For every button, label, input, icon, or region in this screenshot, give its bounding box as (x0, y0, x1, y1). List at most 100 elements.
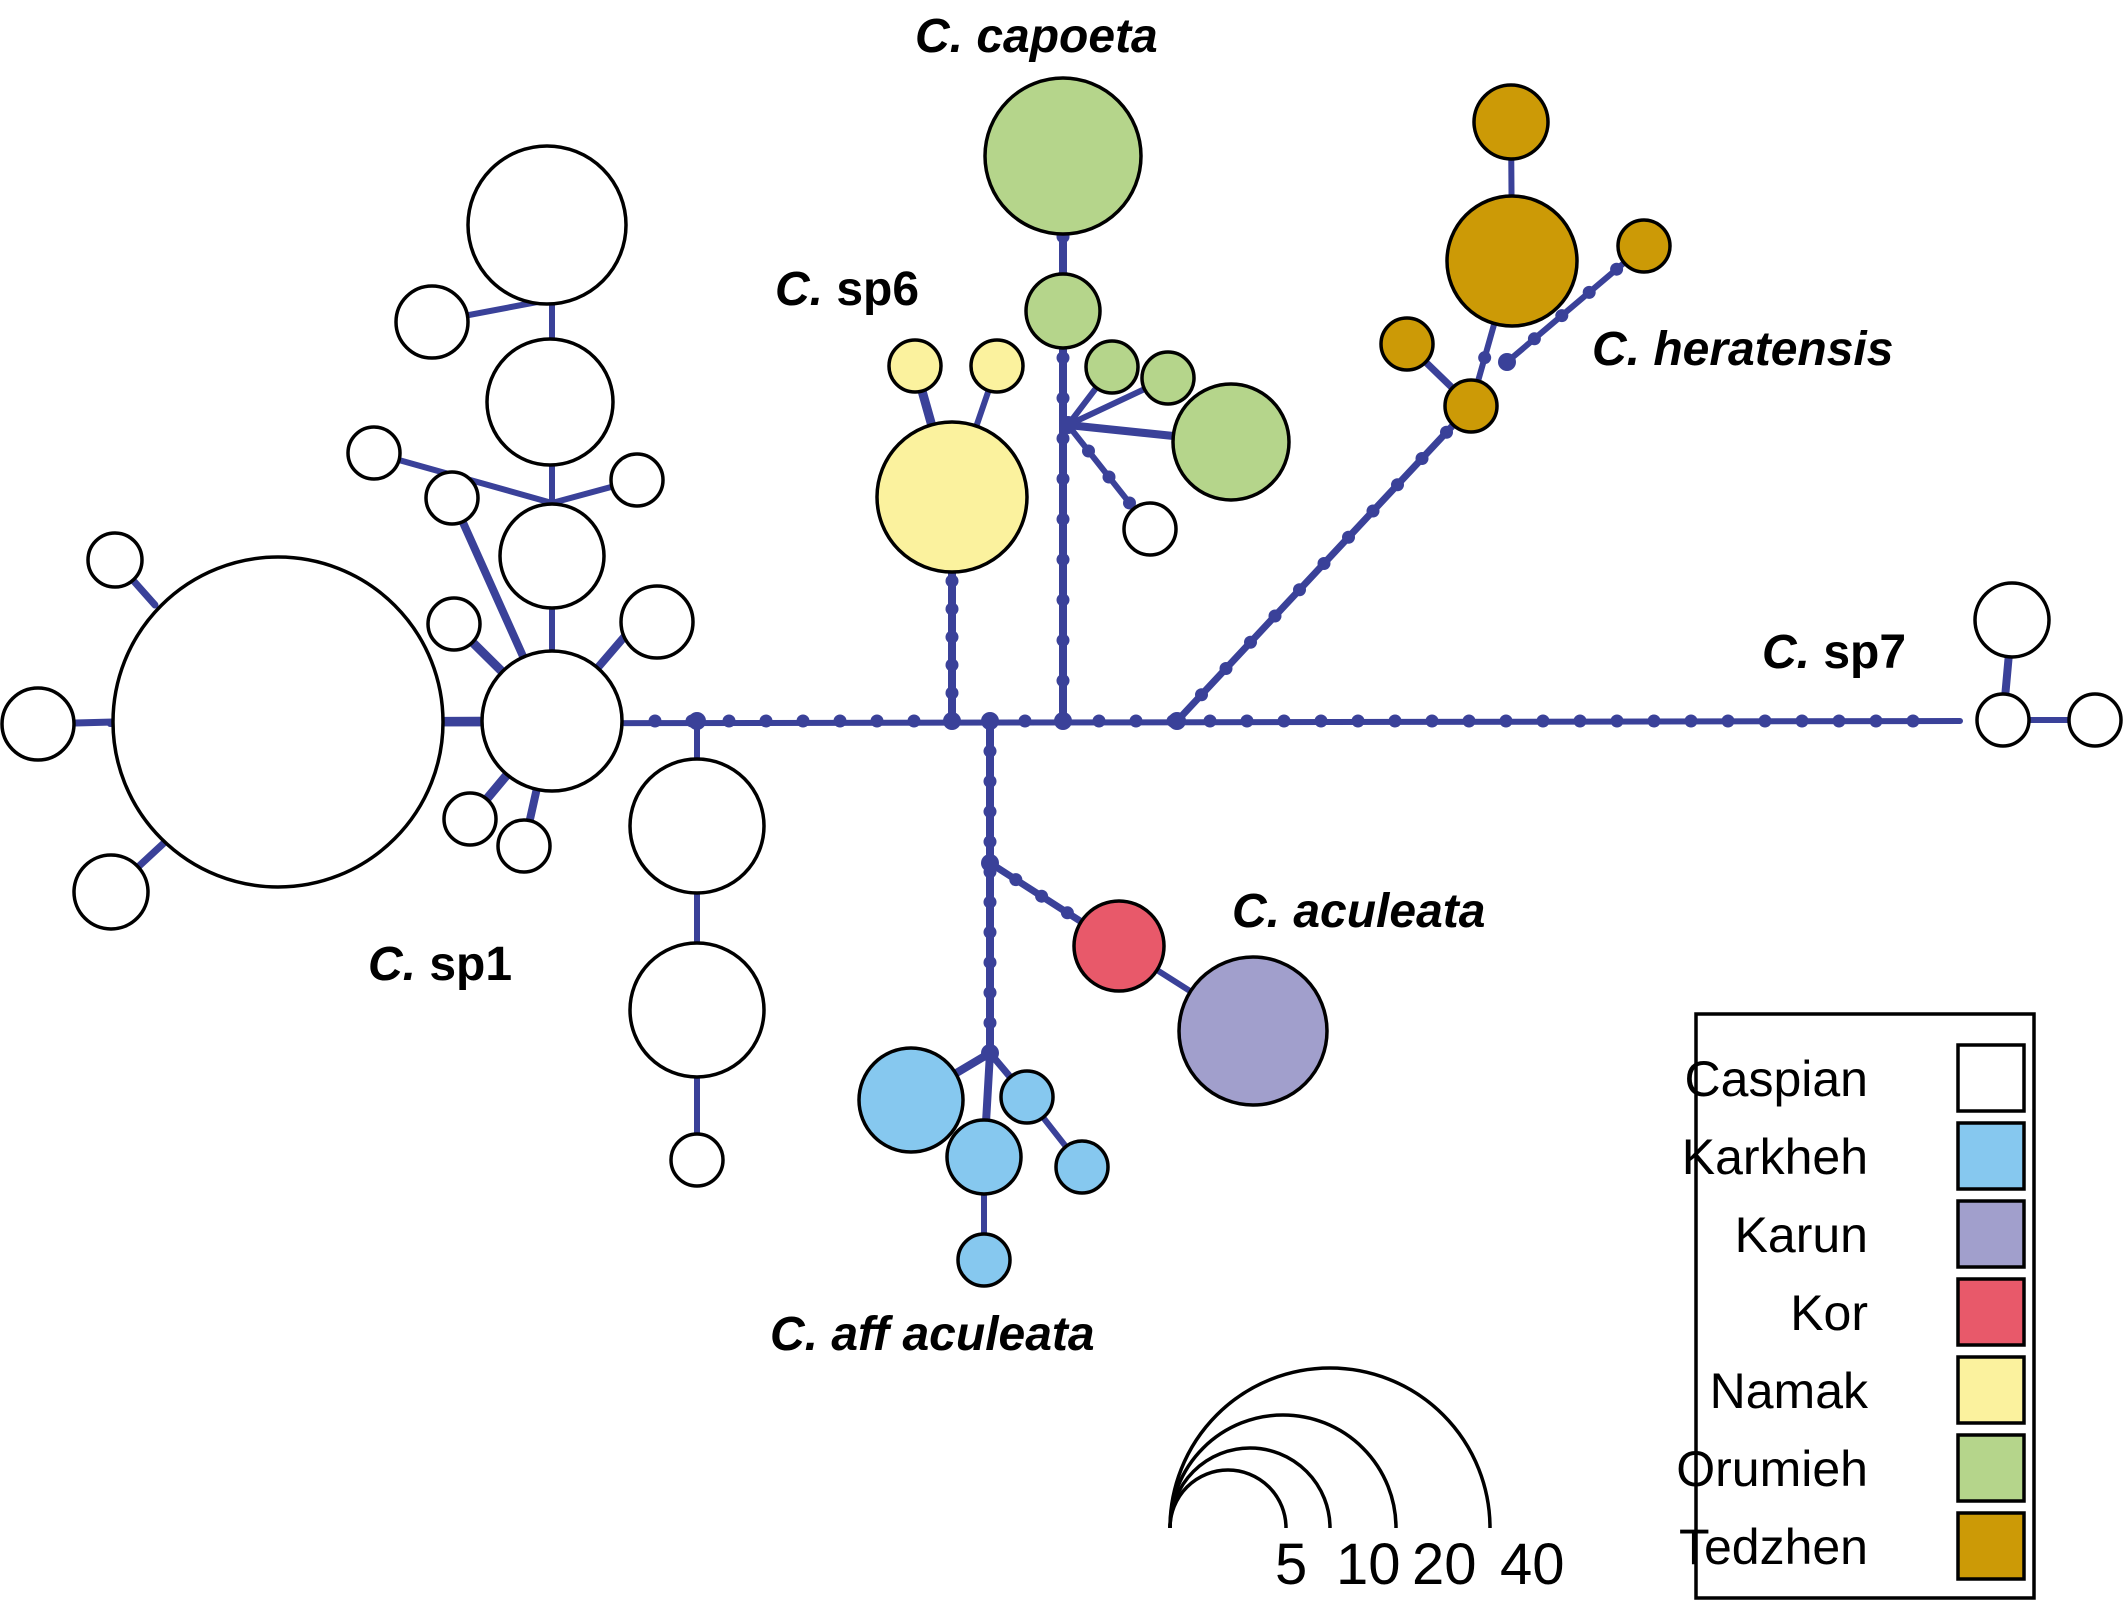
legend-swatch-orumieh (1956, 1433, 2026, 1503)
mutation-step (1314, 714, 1328, 728)
haplotype-sp1-l9 (619, 584, 695, 660)
mutation-step (983, 774, 997, 788)
haplotype-sp1-l2 (86, 531, 144, 589)
mutation-step (983, 1016, 997, 1030)
mutation-step (1415, 452, 1429, 465)
mutation-step (907, 714, 921, 728)
mutation-step (1293, 583, 1306, 597)
haplotype-cap-big (983, 76, 1143, 236)
mutation-step (648, 714, 662, 728)
haplotype-sp1-c2 (485, 337, 615, 467)
mutation-step (1195, 688, 1208, 702)
haplotype-sp1-c3 (466, 144, 628, 306)
legend-swatch-caspian (1956, 1043, 2026, 1113)
mutation-step (1018, 714, 1032, 728)
mutation-step (1610, 714, 1624, 728)
mutation-step (1610, 262, 1624, 276)
mutation-step (983, 835, 997, 849)
mutation-step (1351, 714, 1365, 728)
haplotype-kar-m (945, 1118, 1023, 1196)
mutation-step (1869, 714, 1883, 728)
median-vector (688, 712, 706, 730)
haplotype-sp7-a (1975, 692, 2031, 748)
mutation-step (1462, 714, 1476, 728)
mutation-step (983, 805, 997, 819)
mutation-step (1342, 530, 1355, 544)
haplotype-sp1-l7 (609, 452, 665, 508)
legend: CaspianKarkhehKarunKorNamakOrumiehTedzhe… (1676, 1012, 2036, 1600)
mutation-step (1527, 332, 1541, 346)
mutation-step (945, 630, 959, 644)
legend-swatch-karkheh (1956, 1121, 2026, 1191)
scale-label-40: 40 (1500, 1532, 1565, 1597)
haplotype-her-top (1472, 83, 1550, 161)
legend-swatch-tedzhen (1956, 1511, 2026, 1581)
haplotype-sp6-l1 (887, 338, 943, 394)
mutation-step (945, 574, 959, 588)
haplotype-sp6-big (875, 420, 1029, 574)
label-sp1: C. sp1 (368, 938, 512, 991)
haplotype-cap-mid (1024, 272, 1102, 350)
mutation-step (1499, 714, 1513, 728)
legend-swatch-namak (1956, 1355, 2026, 1425)
haplotype-kar-s2 (1054, 1139, 1110, 1195)
mutation-step (1092, 714, 1106, 728)
median-vector (981, 854, 999, 872)
median-vector (1498, 353, 1516, 371)
mutation-step (1060, 906, 1074, 920)
mutation-step (983, 986, 997, 1000)
haplotype-kar-s1 (999, 1069, 1055, 1125)
mutation-step (1573, 714, 1587, 728)
mutation-step (870, 714, 884, 728)
mutation-step (1056, 512, 1070, 526)
mutation-step (1240, 714, 1254, 728)
mutation-step (1906, 714, 1920, 728)
label-heratensis: C. heratensis (1592, 323, 1893, 376)
mutation-step (1035, 889, 1049, 903)
legend-label-orumieh: Orumieh (1676, 1441, 1868, 1497)
scale-label-10: 10 (1336, 1532, 1401, 1597)
mutation-step (945, 658, 959, 672)
haplotype-sp1-l1 (0, 686, 76, 762)
mutation-step (1129, 714, 1143, 728)
mutation-step (983, 744, 997, 758)
mutation-step (1123, 496, 1136, 510)
median-vector (1168, 712, 1186, 730)
mutation-step (1317, 557, 1331, 570)
legend-label-tedzhen: Tedzhen (1679, 1519, 1868, 1575)
mutation-step (1536, 714, 1550, 728)
legend-label-karun: Karun (1735, 1207, 1868, 1263)
legend-label-karkheh: Karkheh (1682, 1129, 1868, 1185)
mutation-step (759, 714, 773, 728)
haplotype-her-l (1379, 316, 1435, 372)
haplotype-her-big (1445, 194, 1579, 328)
legend-label-kor: Kor (1790, 1285, 1868, 1341)
mutation-step (1056, 674, 1070, 688)
haplotype-karun (1177, 955, 1329, 1107)
mutation-step (1244, 635, 1257, 649)
label-capoeta: C. capoeta (915, 10, 1158, 63)
haplotype-cap-s3 (1171, 382, 1291, 502)
mutation-step (945, 686, 959, 700)
haplotype-sp7-top (1973, 581, 2051, 659)
haplotype-sp1-big (111, 555, 445, 889)
median-vector (981, 712, 999, 730)
legend-label-caspian: Caspian (1685, 1051, 1868, 1107)
mutation-step (1388, 714, 1402, 728)
mutation-step (1056, 472, 1070, 486)
mutation-step (1277, 714, 1291, 728)
median-vector (1054, 712, 1072, 730)
mutation-step (1056, 593, 1070, 607)
size-scale (1168, 1366, 1492, 1529)
scale-arc-20 (1168, 1413, 1398, 1529)
median-vector (943, 712, 961, 730)
scale-label-20: 20 (1412, 1532, 1477, 1597)
haplotype-cap-s1 (1084, 339, 1140, 395)
haplotype-sp1-d3 (669, 1132, 725, 1188)
mutation-step (1009, 873, 1023, 887)
haplotype-kar-big (857, 1046, 965, 1154)
mutation-step (1102, 470, 1116, 484)
haplotype-her-m (1443, 378, 1499, 434)
scale-arc-40 (1168, 1366, 1492, 1529)
legend-label-namak: Namak (1710, 1363, 1869, 1419)
